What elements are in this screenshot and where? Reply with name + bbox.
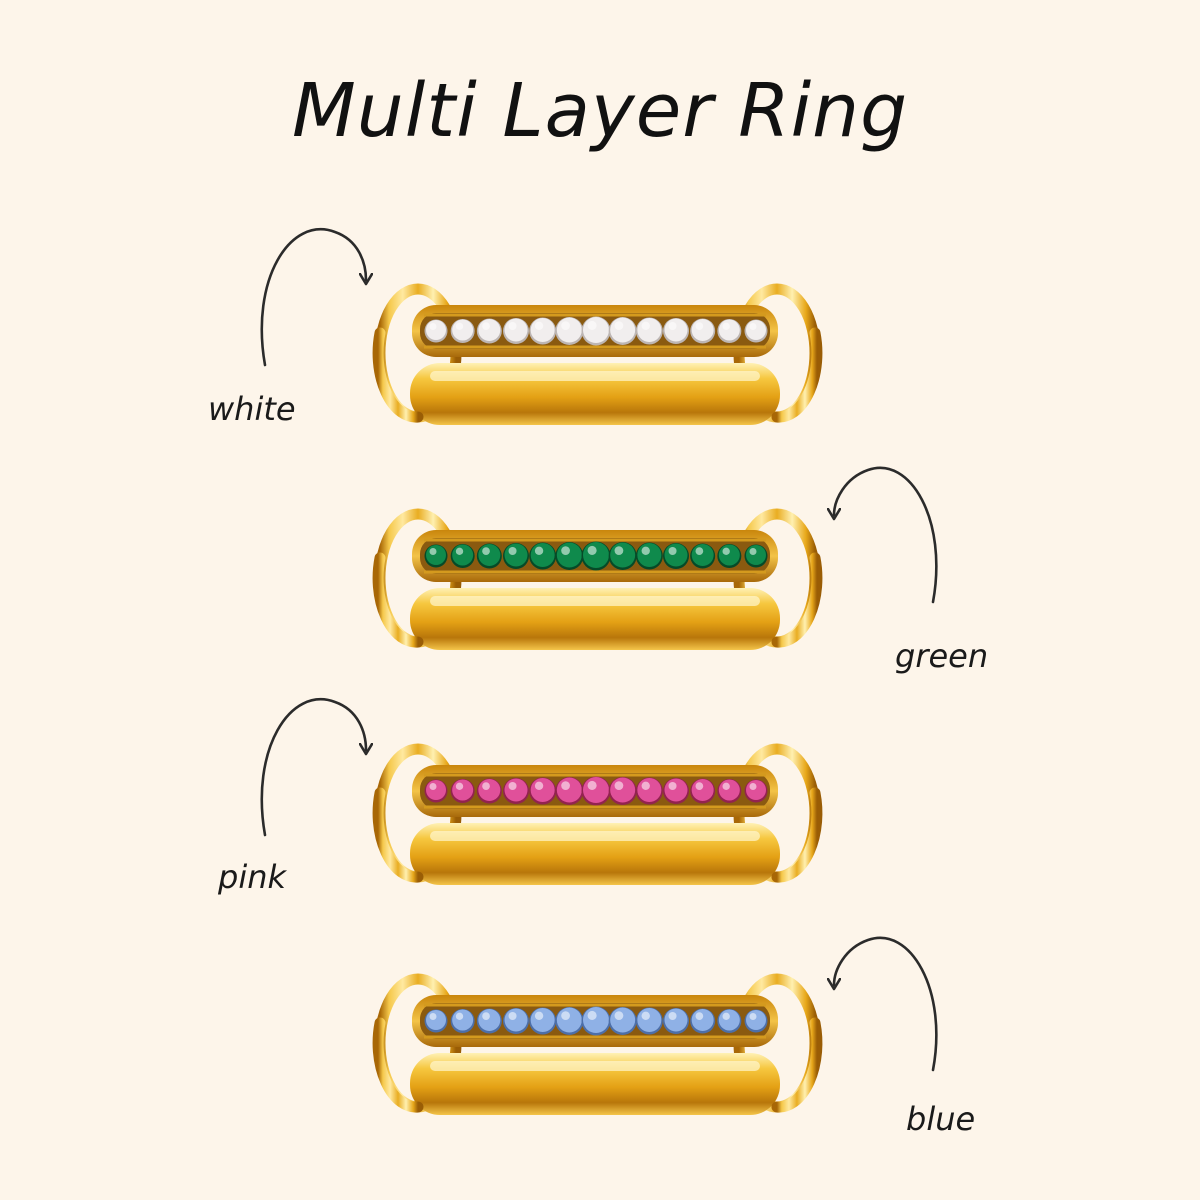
curved-arrow-icon — [260, 698, 366, 837]
curved-arrow-icon — [834, 936, 938, 1072]
ring-stack-blue — [372, 973, 823, 1115]
ring-label-green: green — [895, 637, 989, 675]
ring-label-pink: pink — [218, 858, 287, 896]
ring-stack-pink — [372, 743, 823, 885]
ring-stack-green — [372, 508, 823, 650]
ring-label-blue: blue — [906, 1100, 976, 1138]
ring-label-white: white — [208, 390, 296, 428]
curved-arrow-icon — [834, 466, 938, 604]
ring-stack-white — [372, 283, 823, 425]
page-title: Multi Layer Ring — [291, 68, 909, 154]
curved-arrow-icon — [260, 228, 366, 367]
